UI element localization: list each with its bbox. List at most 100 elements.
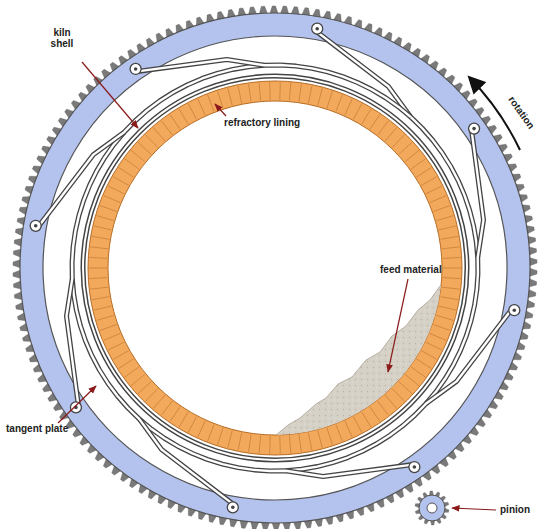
brick-joint	[318, 430, 323, 447]
brick-joint	[392, 388, 405, 401]
brick-joint	[131, 374, 145, 385]
brick-joint	[426, 186, 442, 194]
brick-joint	[327, 428, 333, 445]
brick-joint	[353, 103, 361, 119]
brick-joint	[188, 417, 196, 433]
brick-joint	[188, 103, 196, 119]
brick-joint	[179, 412, 188, 427]
brick-joint	[108, 186, 124, 194]
brick-joint	[138, 142, 151, 154]
pivot-center	[472, 127, 476, 131]
brick-joint	[299, 84, 302, 102]
brick-joint	[94, 226, 112, 230]
brick-joint	[228, 88, 233, 105]
brick-joint	[218, 428, 224, 445]
brick-joint	[353, 417, 361, 433]
brick-joint	[439, 226, 457, 230]
pinion-gear	[415, 491, 449, 525]
brick-joint	[269, 82, 271, 100]
pivot-pin	[509, 305, 520, 316]
pivot-center	[413, 465, 417, 469]
brick-joint	[97, 315, 114, 320]
brick-joint	[405, 150, 419, 161]
pivot-pin	[409, 462, 420, 473]
brick-joint	[259, 83, 261, 101]
brick-joint	[100, 324, 117, 330]
brick-joint	[119, 359, 134, 369]
brick-joint	[411, 159, 426, 170]
brick-joint	[153, 395, 165, 409]
brick-joint	[125, 367, 140, 378]
pivot-pin	[227, 502, 238, 513]
brick-joint	[89, 257, 107, 258]
part-label: tangent plate	[6, 423, 68, 434]
brick-joint	[385, 395, 397, 409]
brick-joint	[259, 435, 261, 453]
pivot-center	[231, 506, 235, 510]
pivot-pin	[312, 23, 323, 34]
leader-line	[388, 279, 408, 372]
brick-joint	[218, 91, 224, 108]
brick-joint	[269, 436, 271, 454]
brick-joint	[289, 83, 291, 101]
pivot-pin	[70, 402, 81, 413]
brick-joint	[439, 306, 457, 310]
brick-joint	[399, 382, 412, 394]
brick-joint	[170, 407, 180, 422]
pivot-pin	[30, 220, 41, 231]
brick-joint	[392, 135, 405, 148]
brick-joint	[336, 95, 343, 112]
brick-joint	[362, 412, 371, 427]
part-label: feed material	[380, 264, 442, 275]
brick-joint	[443, 257, 461, 258]
brick-joint	[89, 268, 107, 269]
brick-joint	[170, 114, 180, 129]
tangent-plates	[30, 23, 520, 513]
brick-joint	[104, 333, 121, 340]
brick-joint	[399, 142, 412, 154]
part-label: pinion	[500, 504, 530, 515]
brick-joint	[279, 82, 281, 100]
brick-joint	[92, 236, 110, 239]
brick-joint	[208, 95, 215, 112]
brick-joint	[208, 425, 215, 442]
brick-joint	[113, 177, 129, 186]
brick-joint	[113, 351, 129, 360]
pinion-shaft	[427, 503, 437, 513]
brick-joint	[442, 287, 460, 289]
pivot-center	[134, 67, 138, 71]
brick-joint	[416, 167, 431, 177]
brick-joint	[125, 159, 140, 170]
brick-joint	[90, 247, 108, 249]
brick-joint	[279, 436, 281, 454]
brick-joint	[430, 196, 447, 203]
brick-joints	[89, 82, 461, 454]
brick-joint	[249, 434, 252, 452]
brick-joint	[308, 433, 312, 451]
brick-joint	[89, 278, 107, 279]
brick-joint	[198, 99, 205, 115]
brick-joint	[416, 359, 431, 369]
brick-joint	[249, 84, 252, 102]
gear-teeth	[13, 6, 537, 529]
brick-joint	[436, 216, 453, 221]
pivot-pin	[469, 123, 480, 134]
brick-joint	[443, 268, 461, 269]
brick-joint	[345, 99, 352, 115]
brick-joint	[362, 109, 371, 124]
brick-joint	[94, 306, 112, 310]
brick-joint	[441, 236, 459, 239]
kiln-shell-inner	[83, 76, 467, 460]
brick-joint	[336, 425, 343, 442]
brick-joint	[90, 287, 108, 289]
rotation-arrow	[470, 78, 520, 150]
brick-joint	[238, 433, 242, 451]
part-label: kiln shell	[45, 27, 79, 49]
brick-joint	[327, 91, 333, 108]
brick-joint	[104, 196, 121, 203]
brick-joint	[131, 150, 145, 161]
leader-line	[82, 62, 138, 128]
brick-joint	[433, 205, 450, 211]
brick-joint	[161, 401, 172, 415]
brick-joint	[421, 177, 437, 186]
